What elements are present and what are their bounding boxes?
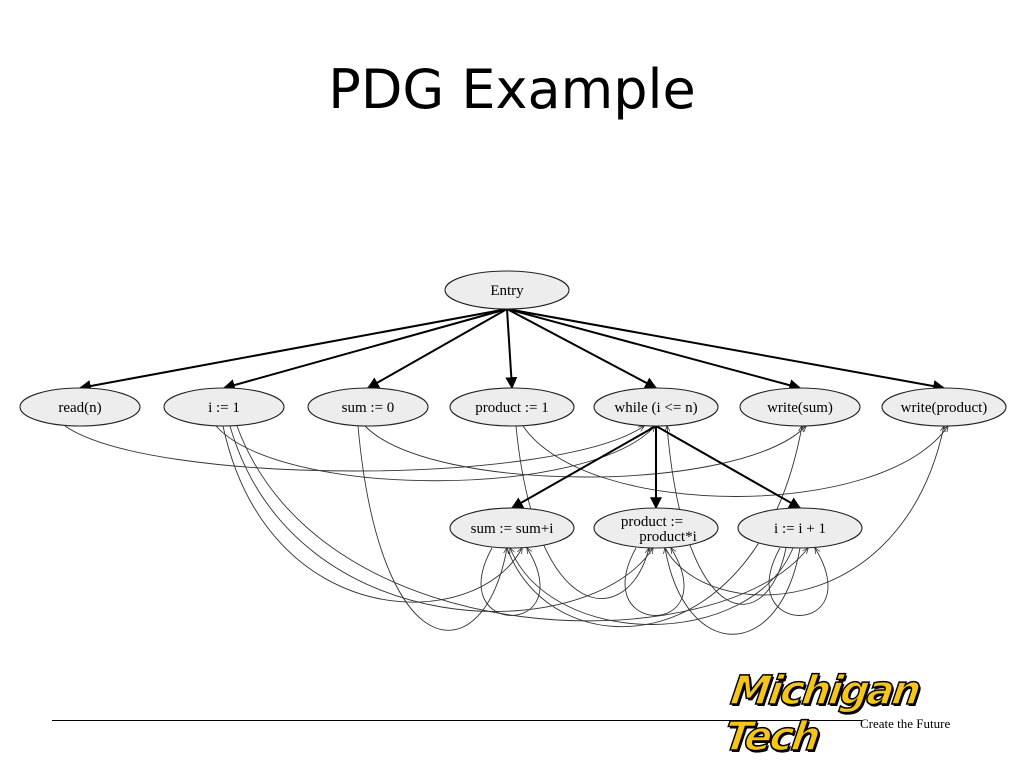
- node-shape: [593, 507, 719, 549]
- node-wsum: write(sum): [739, 387, 861, 427]
- data-edge-sum0-wsum: [364, 426, 806, 478]
- control-edge-entry-while: [506, 308, 658, 389]
- data-edge-i1-sumi: [222, 425, 522, 603]
- node-label: while (i <= n): [614, 400, 697, 416]
- node-sumi: sum := sum+i: [449, 507, 575, 549]
- control-edge-while-inc: [655, 425, 802, 509]
- node-label: write(sum): [767, 400, 833, 416]
- data-edge-prod1-wprod: [522, 426, 948, 497]
- node-label: Entry: [490, 283, 524, 299]
- data-edge-read-while: [64, 426, 644, 472]
- node-shape: [593, 387, 719, 427]
- control-edge-entry-wprod: [506, 308, 946, 392]
- data-edge-sum0-sumi: [357, 425, 507, 631]
- node-label-line2: product*i: [639, 529, 697, 545]
- node-label: read(n): [58, 400, 101, 416]
- control-edge-entry-read: [78, 308, 508, 392]
- footer-rule: [52, 720, 862, 721]
- node-wprod: write(product): [881, 387, 1007, 427]
- control-edge-while-sumi: [510, 425, 657, 509]
- node-label: i := 1: [208, 400, 240, 416]
- logo-tagline: Create the Future: [860, 716, 951, 731]
- node-shape: [19, 387, 141, 427]
- michigan-tech-logo: Michigan Tech Create the Future: [721, 667, 988, 761]
- data-edge-i1-inc: [236, 425, 808, 622]
- node-label: sum := 0: [342, 400, 395, 416]
- node-shape: [881, 387, 1007, 427]
- slide-title: PDG Example: [328, 58, 696, 121]
- node-shape: [739, 387, 861, 427]
- control-edge-entry-wsum: [506, 308, 802, 391]
- data-edge-sumi-sumi: [480, 548, 541, 616]
- node-shape: [449, 387, 575, 427]
- logo-wordmark: Michigan Tech: [721, 667, 923, 761]
- node-shape: [449, 507, 575, 549]
- node-prodi: product :=product*i: [593, 507, 719, 549]
- node-entry: Entry: [444, 270, 570, 310]
- node-shape: [737, 507, 863, 549]
- data-edge-i1-prodi: [229, 425, 653, 612]
- data-edge-inc-prodi: [665, 548, 801, 635]
- data-edge-prod1-prodi: [515, 425, 649, 599]
- node-label: product :=: [621, 514, 683, 530]
- data-edge-inc-inc: [768, 548, 829, 616]
- node-label: i := i + 1: [774, 521, 826, 537]
- node-read: read(n): [19, 387, 141, 427]
- node-while: while (i <= n): [593, 387, 719, 427]
- node-inc: i := i + 1: [737, 507, 863, 549]
- control-dependence-edges: [78, 308, 946, 510]
- data-edge-inc-sumi: [510, 548, 794, 625]
- data-edge-prodi-wprod: [664, 426, 944, 596]
- pdg-nodes: Entry read(n) i := 1 sum := 0 product := 1 wh…: [19, 270, 1007, 549]
- data-edge-prodi-prodi: [624, 548, 685, 616]
- data-edge-i1-while: [215, 426, 655, 482]
- node-i1: i := 1: [163, 387, 285, 427]
- node-label: sum := sum+i: [471, 521, 554, 537]
- control-edge-entry-i1: [222, 308, 508, 391]
- node-shape: [163, 387, 285, 427]
- node-prod1: product := 1: [449, 387, 575, 427]
- control-edge-entry-prod1: [505, 308, 518, 390]
- node-shape: [444, 270, 570, 310]
- node-label: write(product): [901, 400, 988, 416]
- node-label: product := 1: [475, 400, 548, 416]
- node-sum0: sum := 0: [307, 387, 429, 427]
- data-edge-inc-while: [667, 426, 787, 605]
- node-shape: [307, 387, 429, 427]
- control-edge-entry-sum0: [366, 308, 508, 389]
